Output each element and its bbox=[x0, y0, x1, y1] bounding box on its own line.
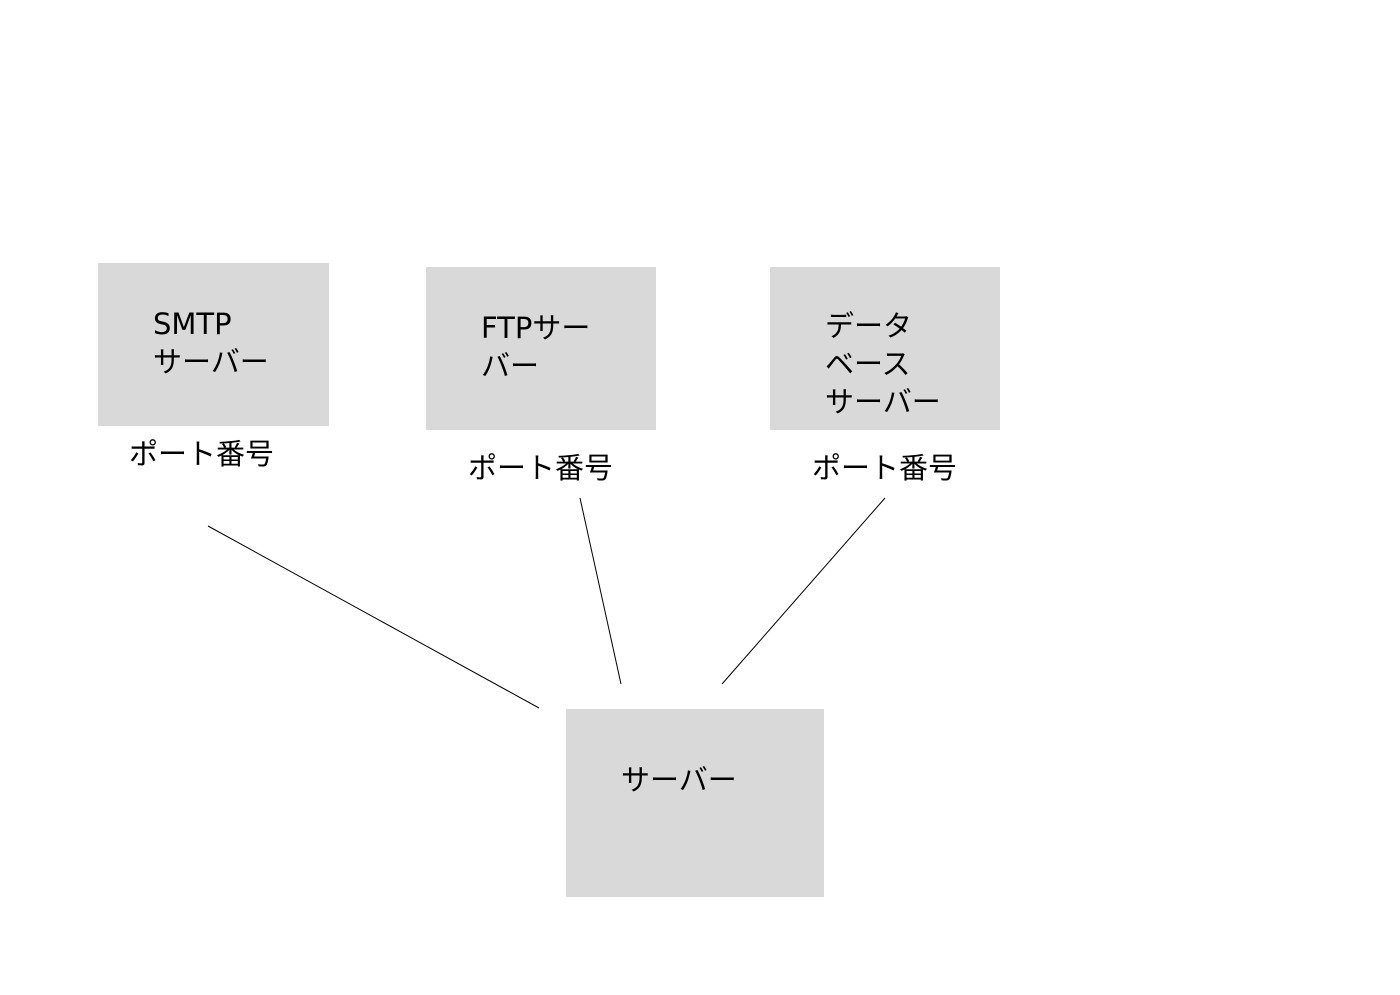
connector-database-to-server bbox=[721, 497, 886, 685]
database-server-box: データ ベース サーバー bbox=[770, 267, 1000, 430]
database-server-label-line3: サーバー bbox=[825, 385, 941, 419]
smtp-server-label-line2: サーバー bbox=[153, 345, 269, 379]
database-port-label: ポート番号 bbox=[812, 451, 958, 485]
smtp-server-label: SMTP サーバー bbox=[153, 305, 269, 381]
database-server-label: データ ベース サーバー bbox=[825, 307, 941, 421]
ftp-server-label-line1: FTPサー bbox=[481, 311, 591, 345]
ftp-server-label: FTPサー バー bbox=[481, 309, 590, 385]
smtp-port-label: ポート番号 bbox=[129, 437, 275, 471]
database-server-label-line1: データ bbox=[825, 309, 913, 343]
connector-smtp-to-server bbox=[207, 525, 540, 709]
ftp-port-label: ポート番号 bbox=[468, 451, 614, 485]
smtp-server-label-line1: SMTP bbox=[153, 307, 232, 341]
ftp-server-label-line2: バー bbox=[481, 349, 540, 383]
central-server-box: サーバー bbox=[566, 709, 824, 897]
connector-ftp-to-server bbox=[579, 497, 622, 685]
central-server-label: サーバー bbox=[621, 763, 737, 797]
ftp-server-box: FTPサー バー bbox=[426, 267, 656, 430]
smtp-server-box: SMTP サーバー bbox=[98, 263, 329, 426]
database-server-label-line2: ベース bbox=[825, 347, 911, 381]
